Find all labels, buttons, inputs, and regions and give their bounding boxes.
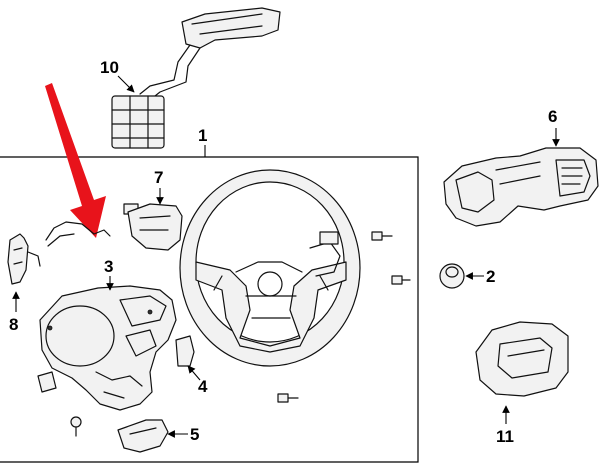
screw-small-left — [70, 416, 82, 437]
callout-5: 5 — [190, 425, 199, 444]
bolt-upper-right — [371, 231, 393, 241]
loose-clip — [37, 371, 57, 393]
callout-6: 6 — [548, 107, 557, 126]
callout-10: 10 — [100, 58, 119, 77]
callout-3: 3 — [104, 257, 113, 276]
part-4-switch — [175, 335, 201, 381]
part-5-switch — [117, 419, 188, 453]
leader-10 — [117, 75, 135, 93]
callout-7: 7 — [154, 168, 163, 187]
callout-8: 8 — [9, 315, 18, 334]
highlight-arrow — [45, 83, 106, 238]
assembly-frame — [0, 156, 419, 463]
part-2-clip — [439, 263, 484, 289]
bolt-lower-center — [277, 393, 299, 403]
part-6-switch-assembly — [443, 128, 599, 227]
callout-11: 11 — [496, 427, 514, 446]
callout-2: 2 — [486, 267, 495, 286]
steering-wheel — [179, 169, 361, 367]
callout-4: 4 — [198, 377, 208, 396]
bolt-mid-right — [391, 275, 411, 285]
callout-1: 1 — [198, 126, 207, 145]
part-7-switch-bracket — [127, 188, 183, 251]
part-3-trim-cover — [39, 285, 177, 411]
part-11-airbag-module — [475, 321, 569, 424]
part-8-bracket — [7, 233, 41, 312]
part-10-wiring-harness — [111, 7, 281, 149]
